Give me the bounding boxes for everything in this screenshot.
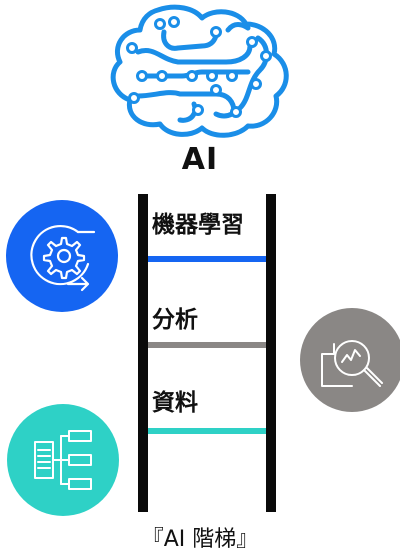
circuit-brain-icon [98, 2, 294, 142]
ladder-rail-right [266, 194, 276, 512]
step-label-data: 資料 [152, 390, 198, 416]
step-label-machine-learning: 機器學習 [152, 212, 244, 238]
diagram-title: AI [181, 142, 219, 177]
hierarchy-document-icon [34, 430, 92, 490]
rung-data [148, 428, 266, 434]
document-magnifier-chart-icon [321, 340, 383, 387]
analysis-circle [300, 308, 400, 412]
step-label-analysis: 分析 [152, 307, 198, 333]
rung-analysis [148, 342, 266, 348]
gear-cycle-icon [30, 224, 96, 292]
machine-learning-circle [6, 200, 118, 312]
rung-machine-learning [148, 256, 266, 262]
data-circle [7, 404, 119, 516]
ladder-caption: 『AI 階梯』 [141, 527, 259, 552]
ladder-rail-left [138, 194, 148, 512]
